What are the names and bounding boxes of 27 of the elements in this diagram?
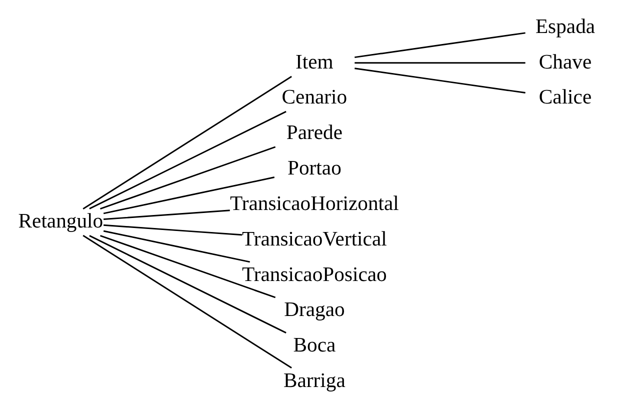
node-text: TransicaoHorizontal (230, 192, 399, 215)
connector (354, 62, 526, 64)
connector (100, 234, 276, 298)
connector (104, 210, 230, 220)
node-text: Cenario (282, 86, 348, 109)
connector (89, 110, 286, 210)
node-text: TransicaoVertical (242, 228, 387, 250)
node-text: Espada (535, 16, 596, 38)
connector (104, 224, 242, 236)
node-text: Dragao (284, 299, 345, 322)
node-text: Calice (538, 86, 592, 109)
connector (100, 146, 276, 210)
node-text: Item (296, 51, 334, 74)
connector (354, 32, 526, 58)
node-text: TransicaoPosicao (242, 264, 387, 286)
node-text: Chave (538, 51, 592, 74)
connector (82, 234, 292, 369)
node-text: Barriga (284, 370, 346, 392)
connector (89, 235, 286, 334)
node-text: Retangulo (18, 210, 104, 233)
node-text: Portao (288, 158, 342, 180)
connector (354, 68, 526, 94)
node-text: Boca (293, 334, 336, 357)
node-text: Parede (286, 122, 343, 144)
connector (103, 230, 250, 263)
connector (103, 176, 275, 214)
connector (82, 76, 292, 210)
